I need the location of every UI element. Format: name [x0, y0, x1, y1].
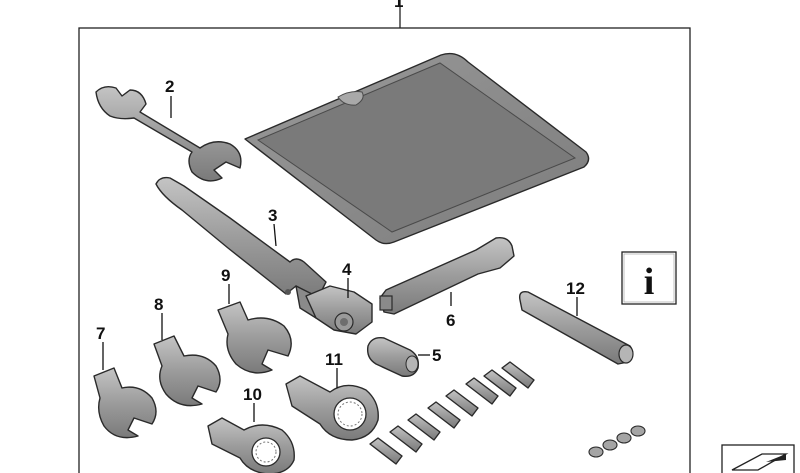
tube-socket: 12	[518, 279, 634, 365]
callout-5: 5	[432, 346, 441, 365]
crowfoot-wrench-9: 9	[217, 266, 292, 374]
tool-pouch	[244, 52, 590, 245]
open-end-wrench: 2	[95, 77, 242, 182]
ratchet-head: 4	[305, 260, 373, 335]
crowfoot-wrench-7: 7	[93, 324, 157, 439]
callout-8: 8	[154, 295, 163, 314]
callout-12: 12	[566, 279, 585, 298]
ring-wrench-insert-11: 11	[285, 350, 379, 441]
callout-3: 3	[268, 206, 277, 225]
bit-set	[369, 361, 535, 465]
callout-1: 1	[394, 0, 403, 11]
info-box: i	[621, 251, 677, 305]
callout-11: 11	[325, 350, 343, 369]
torque-wrench: 3	[155, 176, 327, 319]
callout-7: 7	[96, 324, 105, 343]
info-icon: i	[644, 261, 655, 303]
callout-10: 10	[243, 385, 262, 404]
callout-6: 6	[446, 311, 455, 330]
callout-2: 2	[165, 77, 174, 96]
assembly-frame: 1	[78, 0, 691, 473]
extension-bar: 6	[379, 236, 515, 330]
callout-4: 4	[342, 260, 352, 279]
crowfoot-wrench-8: 8	[153, 295, 221, 407]
ring-wrench-insert-10: 10	[207, 385, 295, 473]
cap-set	[588, 425, 646, 458]
callout-9: 9	[221, 266, 230, 285]
socket-adapter: 5	[366, 336, 441, 378]
corner-symbol	[721, 444, 795, 473]
